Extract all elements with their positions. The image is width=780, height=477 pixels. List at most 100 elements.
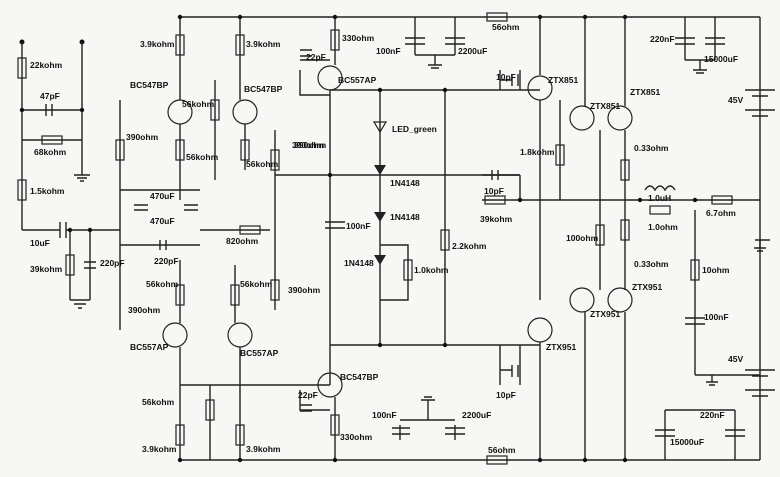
- label-r-56k-d: 56kohm: [146, 279, 179, 289]
- vas-stage: [275, 17, 520, 460]
- label-r-3k9-b: 3.9kohm: [246, 39, 281, 49]
- resistor-39k-fb: [484, 195, 506, 205]
- transistor-ztx851-c: [607, 105, 633, 131]
- resistor-390-b: [270, 149, 280, 171]
- label-q-bc557-a: BC557AP: [130, 342, 169, 352]
- resistor-3k9-c: [175, 424, 185, 446]
- label-c-10u: 10uF: [30, 238, 50, 248]
- label-c-470u-a: 470uF: [150, 191, 175, 201]
- cap-2200u-top: [445, 37, 465, 45]
- label-q-bc547-b: BC547BP: [244, 84, 283, 94]
- cap-100n-out: [685, 317, 705, 325]
- cap-220p-in: [84, 261, 96, 269]
- cap-470u-b: [184, 204, 198, 211]
- label-c-22p-bot: 22pF: [298, 390, 318, 400]
- label-r-6r7: 6.7ohm: [706, 208, 736, 218]
- label-r-56-top: 56ohm: [492, 22, 520, 32]
- ground-out: [695, 374, 760, 386]
- resistor-1k8: [555, 144, 565, 166]
- label-r-1r: 1.0ohm: [648, 222, 678, 232]
- label-c-220n-top: 220nF: [650, 34, 675, 44]
- resistor-390-a: [115, 139, 125, 161]
- label-r-56k-a: 56kohm: [182, 99, 215, 109]
- ground-1: [74, 174, 90, 182]
- label-ztx851-a: ZTX851: [548, 75, 579, 85]
- label-v-45-bot: 45V: [728, 354, 743, 364]
- label-c-220n-bot: 220nF: [700, 410, 725, 420]
- label-r-390-a: 390ohm: [126, 132, 159, 142]
- label-c-100n-bot: 100nF: [372, 410, 397, 420]
- label-c-10p-mid: 10pF: [484, 186, 504, 196]
- label-c-10p-bot: 10pF: [496, 390, 516, 400]
- diff-pairs: [115, 17, 330, 460]
- resistor-22k: [17, 57, 27, 79]
- label-q-bc547-bot: BC547BP: [340, 372, 379, 382]
- label-r-39k-fb: 39kohm: [480, 214, 513, 224]
- label-r-0r33-b: 0.33ohm: [634, 259, 669, 269]
- transistor-ztx951-a: [569, 287, 595, 313]
- label-r-3k9-a: 3.9kohm: [140, 39, 175, 49]
- label-c-15000u-bot: 15000uF: [670, 437, 704, 447]
- label-r-100: 100ohm: [566, 233, 599, 243]
- cap-47p: [45, 104, 53, 116]
- label-ztx951-b: ZTX951: [590, 309, 621, 319]
- battery-45v-bot: [745, 369, 775, 397]
- ground-top: [415, 54, 455, 69]
- resistor-0r33-a: [620, 159, 630, 181]
- label-r-2k2: 2.2kohm: [452, 241, 487, 251]
- label-r-56k-b: 56kohm: [186, 152, 219, 162]
- cap-470u-a: [134, 204, 148, 211]
- label-c-47p: 47pF: [40, 91, 60, 101]
- label-c-220p-mid: 220pF: [154, 256, 179, 266]
- resistor-56k-b: [240, 139, 250, 161]
- label-r-22k: 22kohm: [30, 60, 63, 70]
- transistor-bc547-b: [232, 99, 258, 125]
- cap-100n-top: [405, 37, 425, 45]
- label-r-3k9-d: 3.9kohm: [246, 444, 281, 454]
- label-r-390-c: 390ohm: [288, 285, 321, 295]
- transistor-bc557-a: [162, 322, 188, 348]
- label-d1: 1N4148: [390, 178, 420, 188]
- label-led: LED_green: [392, 124, 437, 134]
- cap-10p-mid: [491, 170, 499, 180]
- resistor-6r7: [711, 195, 733, 205]
- cap-15000u-top: [705, 37, 725, 45]
- cap-2200u-bot: [445, 427, 465, 435]
- resistor-100: [595, 224, 605, 246]
- cap-10p-bot: [511, 365, 519, 377]
- label-d2: 1N4148: [390, 212, 420, 222]
- diode-1n4148-c: [374, 255, 386, 265]
- cap-22p-bot: [300, 404, 312, 412]
- input-stage: [17, 39, 120, 309]
- label-r-330-top: 330ohm: [342, 33, 375, 43]
- led-green: [372, 121, 388, 134]
- ground-bot: [400, 396, 455, 421]
- cap-15000u-bot: [655, 429, 675, 437]
- label-r-1k8: 1.8kohm: [520, 147, 555, 157]
- label-r-330-bot: 330ohm: [340, 432, 373, 442]
- resistor-56k-a: [175, 139, 185, 161]
- label-r-390-b: 390ohm: [292, 140, 325, 150]
- label-r-10: 10ohm: [702, 265, 730, 275]
- resistor-68k: [41, 135, 63, 145]
- ground-right: [754, 239, 770, 252]
- label-c-100n-top: 100nF: [376, 46, 401, 56]
- label-r-3k9-c: 3.9kohm: [142, 444, 177, 454]
- label-q-bc547-a: BC547BP: [130, 80, 169, 90]
- label-r-68k: 68kohm: [34, 147, 67, 157]
- cap-22p-top: [300, 49, 312, 57]
- label-c-22p-top: 22pF: [306, 52, 326, 62]
- label-r-56k-c: 56kohm: [246, 159, 279, 169]
- resistor-56k-c: [210, 99, 220, 121]
- label-l-1u: 1.0uH: [648, 193, 671, 203]
- cap-220p-mid: [159, 240, 167, 250]
- resistor-3k9-b: [235, 34, 245, 56]
- power-supply: [655, 17, 775, 460]
- label-ztx951-c: ZTX951: [546, 342, 577, 352]
- label-r-39k-in: 39kohm: [30, 264, 63, 274]
- bias-chain: [330, 89, 540, 346]
- transistor-ztx851-b: [569, 105, 595, 131]
- resistor-3k9-a: [175, 34, 185, 56]
